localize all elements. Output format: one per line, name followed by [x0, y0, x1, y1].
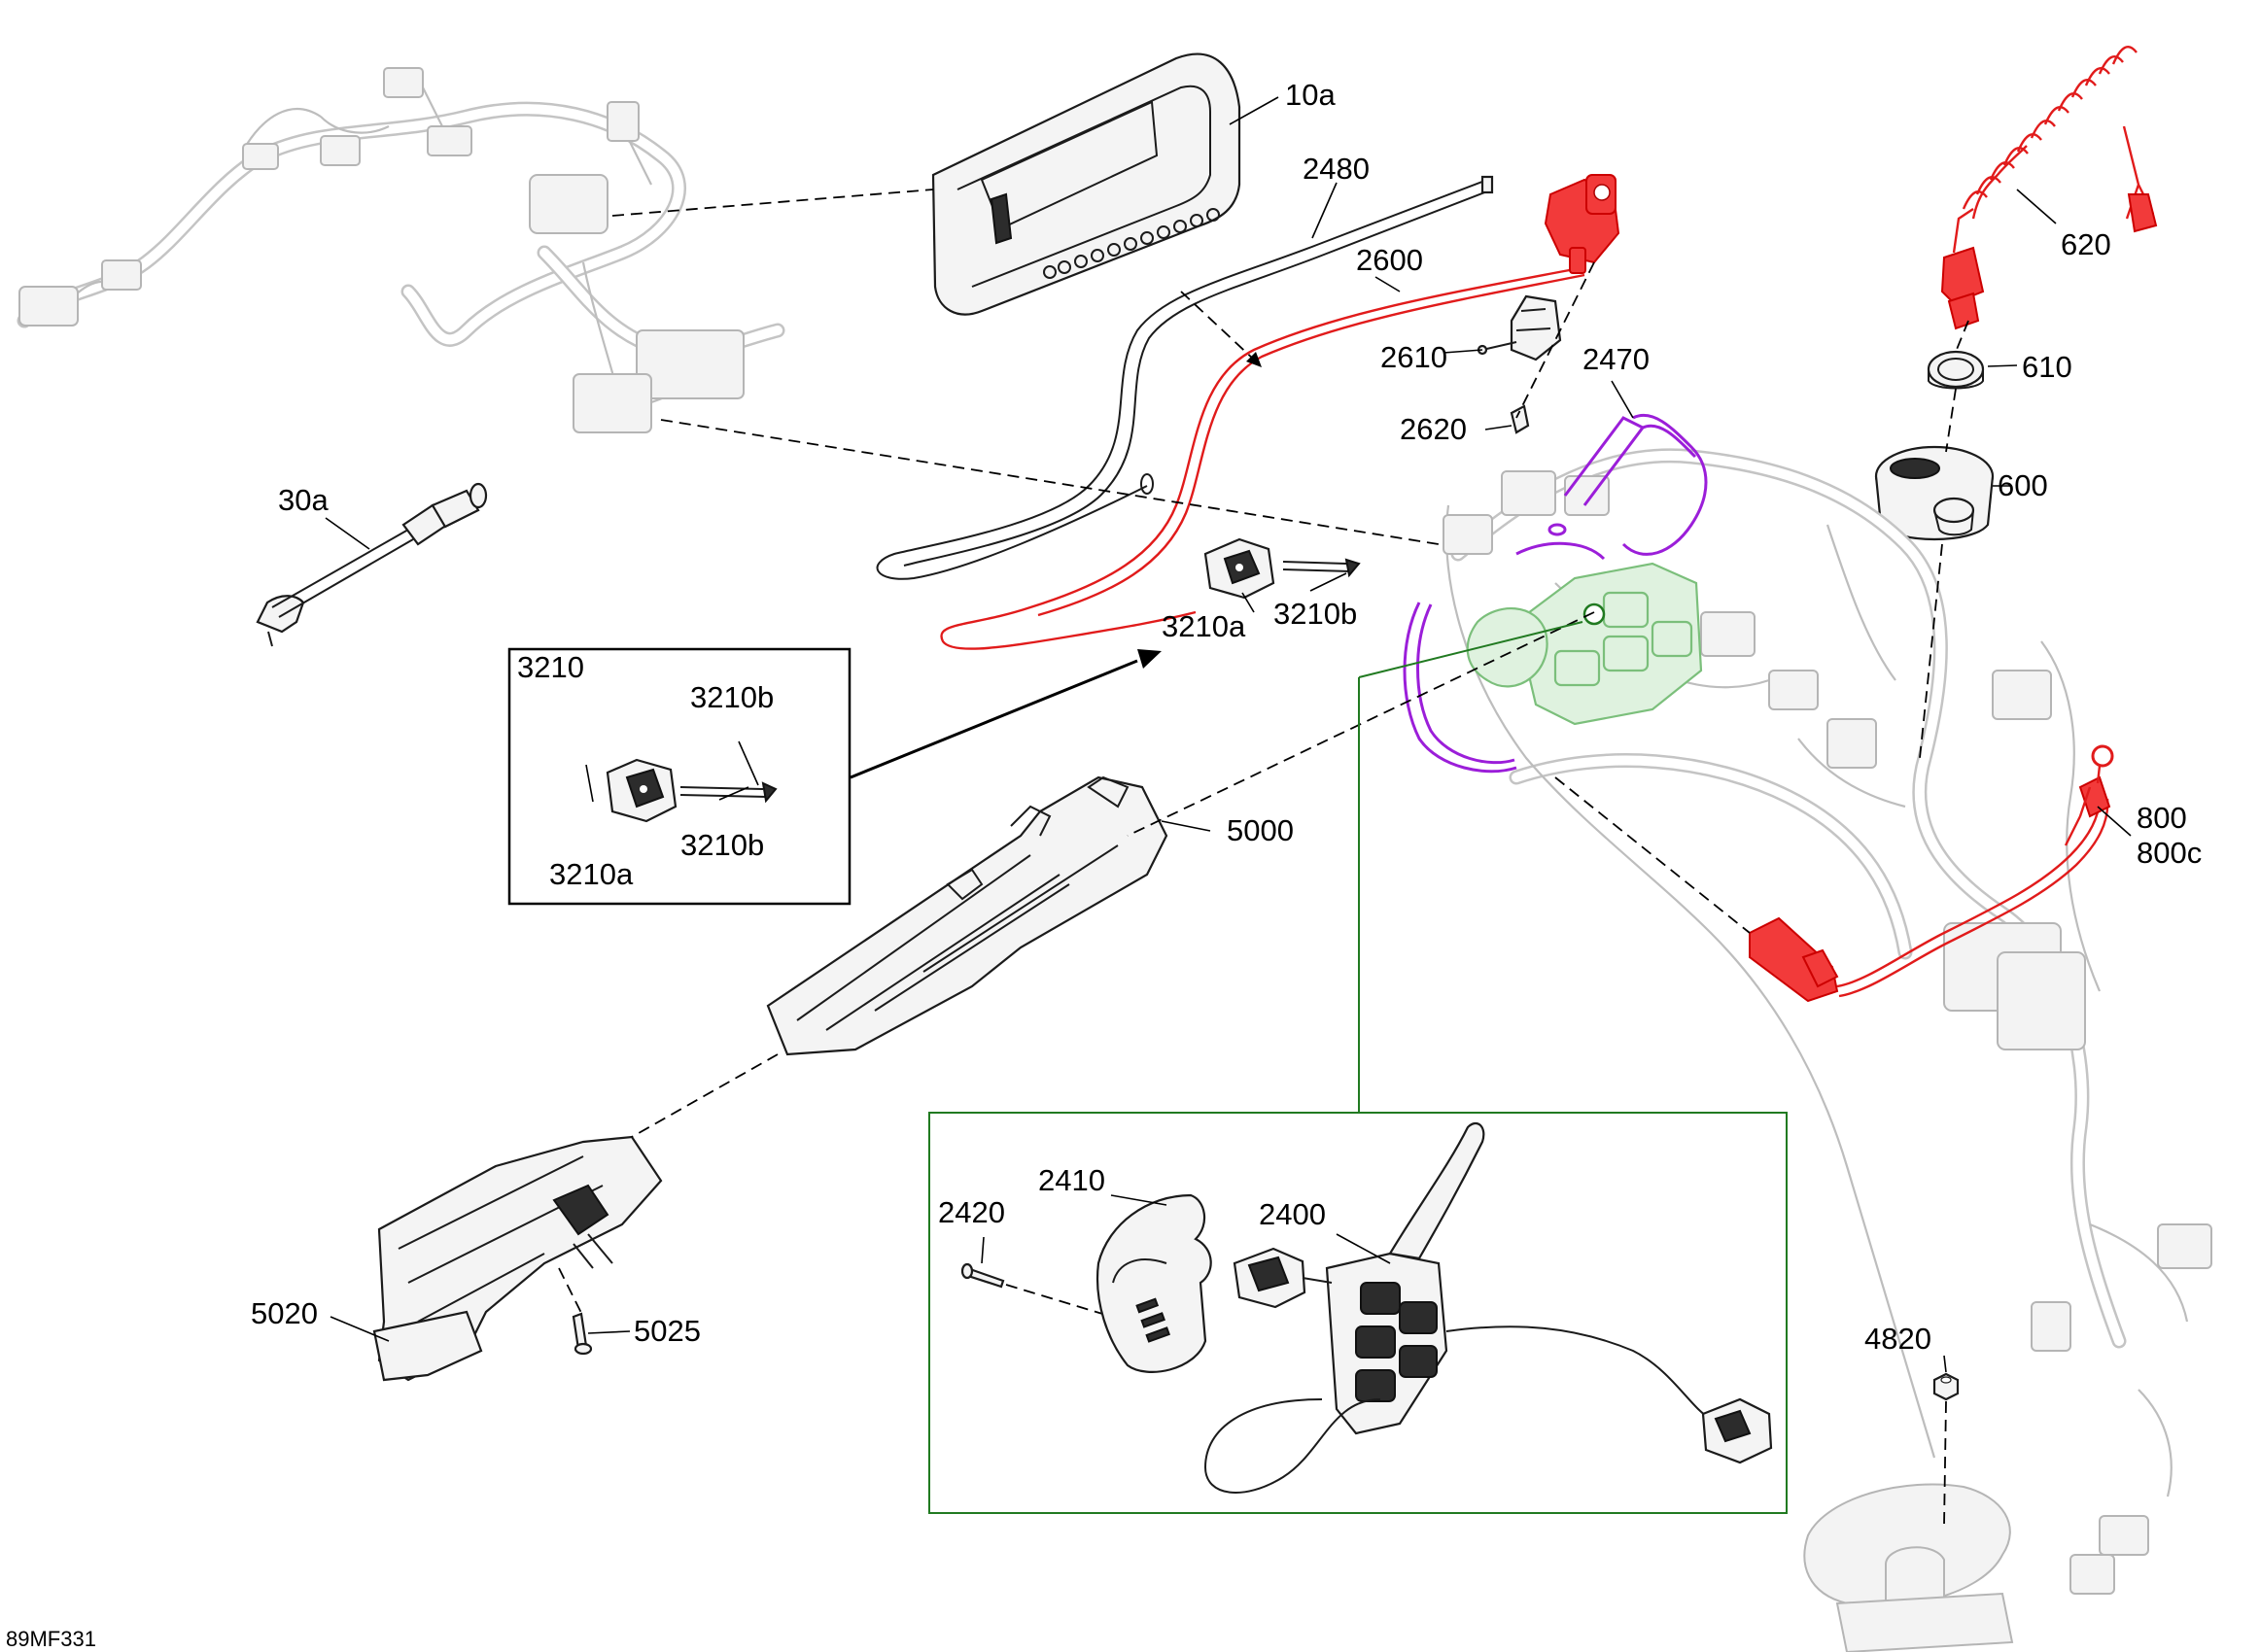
- upper-left-harness: [17, 67, 785, 433]
- nut-4820: [1932, 1372, 1960, 1401]
- label-5025: 5025: [634, 1314, 701, 1348]
- label-4820: 4820: [1864, 1322, 1931, 1356]
- tether-wire-2600: [940, 265, 1585, 650]
- label-800: 800: [2137, 801, 2187, 835]
- module-housing-5000: [766, 775, 1168, 1056]
- label-10a: 10a: [1285, 78, 1336, 112]
- label-2620: 2620: [1400, 412, 1467, 446]
- main-harness-right: [1443, 448, 2212, 1652]
- cable-30a: [256, 482, 488, 647]
- label-800c: 800c: [2137, 836, 2202, 870]
- inset-box-3210: [507, 647, 852, 906]
- inset-label-3210b-top: 3210b: [690, 680, 774, 714]
- inset-box-2400: [928, 621, 1788, 1514]
- label-2420: 2420: [938, 1195, 1005, 1229]
- label-5020: 5020: [251, 1296, 318, 1330]
- lanyard-620: [1940, 46, 2158, 330]
- callout-labels: 10a 2480 2600 2610 2620 2470 620 610 600…: [6, 78, 2202, 1651]
- inset-pointer-arrow: [850, 649, 1162, 779]
- cover-2410: [1096, 1193, 1212, 1373]
- inset-label-3210b-bottom: 3210b: [680, 828, 764, 862]
- diagram-code: 89MF331: [6, 1627, 96, 1651]
- bracket-5020: [372, 1135, 663, 1382]
- display-buttons: [1043, 208, 1220, 279]
- leader-lines: [325, 96, 2132, 1373]
- label-5000: 5000: [1227, 813, 1294, 847]
- bolt-5025: [572, 1312, 593, 1356]
- connector-2600-top: [1544, 174, 1620, 274]
- ring-610: [1927, 350, 1985, 390]
- label-3210b: 3210b: [1273, 597, 1357, 631]
- label-2480: 2480: [1303, 152, 1370, 186]
- label-2610: 2610: [1380, 340, 1447, 374]
- harness-loop-2470: [1403, 413, 1708, 774]
- connector-3210a-floating: [1203, 537, 1275, 600]
- label-620: 620: [2061, 227, 2111, 261]
- label-2410: 2410: [1038, 1163, 1105, 1197]
- alignment-lines: [558, 189, 1969, 1527]
- display-cluster-10a: [931, 52, 1241, 316]
- inset-title-3210: 3210: [517, 650, 584, 684]
- switch-block-ghost: [1466, 562, 1703, 726]
- battery-cable-800: [1749, 744, 2114, 1003]
- clip-2610: [1477, 294, 1562, 361]
- label-2470: 2470: [1582, 342, 1650, 376]
- cover-vent-slots: [1135, 1297, 1170, 1343]
- switch-2400: [1203, 1121, 1773, 1494]
- coil-loops: [1962, 46, 2138, 210]
- label-3210a: 3210a: [1162, 609, 1246, 643]
- key-switch-600: [1874, 445, 1995, 541]
- pins-3210b-floating: [1282, 558, 1361, 578]
- inset-label-3210a: 3210a: [549, 857, 634, 891]
- label-610: 610: [2022, 350, 2072, 384]
- label-2600: 2600: [1356, 243, 1423, 277]
- screw-2620: [1510, 404, 1530, 434]
- label-600: 600: [1998, 468, 2048, 502]
- label-30a: 30a: [278, 483, 329, 517]
- hose-2480: [876, 175, 1494, 580]
- label-2400: 2400: [1259, 1197, 1326, 1231]
